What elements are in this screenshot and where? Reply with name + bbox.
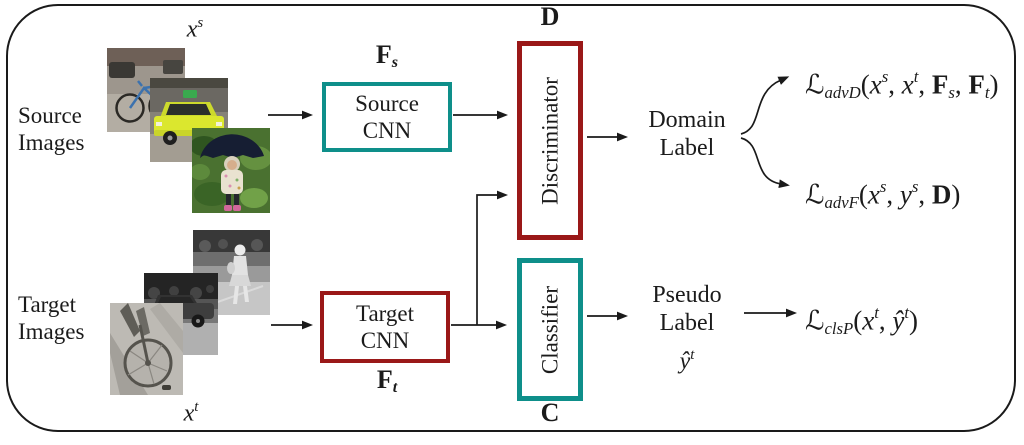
target-cnn-box: Target CNN <box>320 291 450 363</box>
Ft-label: Ft <box>376 365 398 396</box>
classifier-box: Classifier <box>517 258 583 401</box>
discriminator-label: Discriminator <box>537 76 563 205</box>
loss-advD-formula: ℒadvD(xs, xt, Fs, Ft) <box>805 67 999 102</box>
xs-label: xs <box>186 15 204 43</box>
figure-rounded-border <box>6 4 1016 432</box>
target-photo-bicycle <box>110 303 183 395</box>
source-images-label: Source Images <box>18 103 85 155</box>
fork-curve-to-loss-advF <box>740 137 790 189</box>
classifier-label: Classifier <box>537 285 563 374</box>
fork-curve-to-loss-advD <box>740 76 790 135</box>
loss-advF-formula: ℒadvF(xs, ys, D) <box>805 177 961 212</box>
arrow-target-branch-to-discriminator <box>476 190 508 325</box>
Fs-label: Fs <box>375 40 399 71</box>
D-label: D <box>540 2 560 31</box>
pseudo-label: Pseudo Label <box>652 282 722 336</box>
discriminator-box: Discriminator <box>517 41 583 240</box>
source-cnn-label: Source CNN <box>355 91 419 143</box>
target-photo-pedestrian <box>193 230 270 315</box>
target-images-label: Target Images <box>18 292 85 344</box>
C-label: C <box>540 398 560 427</box>
source-photo-taxi <box>150 78 228 162</box>
source-cnn-box: Source CNN <box>322 82 452 152</box>
source-photo-girl-umbrella <box>192 128 270 213</box>
loss-clsP-formula: ℒclsP(xt, ŷt) <box>805 303 919 338</box>
domain-label: Domain Label <box>648 107 726 161</box>
yhat-label: ŷt <box>679 347 695 375</box>
xt-label: xt <box>183 399 199 427</box>
target-cnn-label: Target CNN <box>356 301 414 353</box>
